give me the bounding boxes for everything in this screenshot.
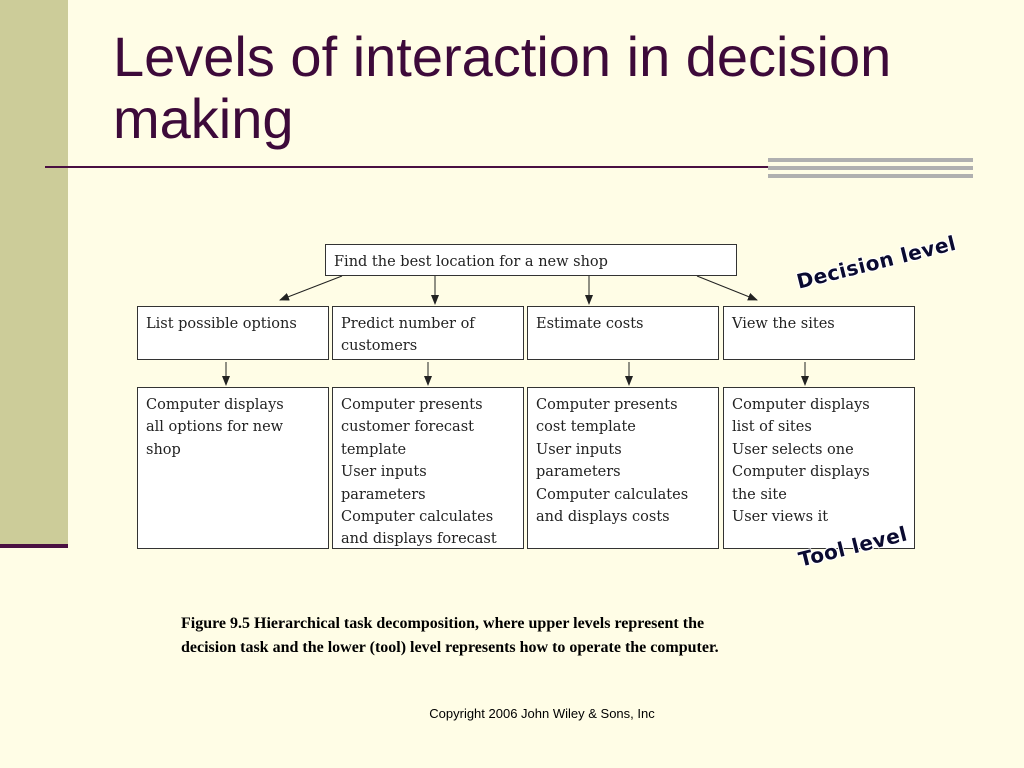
tool-task-line: parameters [536,464,621,481]
root-task-box: Find the best location for a new shop [325,244,737,276]
tool-task-line: the site [732,486,787,503]
tool-task-line: Computer displays [732,464,870,481]
decision-task-line: View the sites [732,316,835,332]
tool-task-line: Computer presents [536,397,678,413]
decision-task-box: Estimate costs [527,306,719,360]
title-rule-decoration [768,158,973,178]
decision-task-line: customers [341,338,418,355]
tool-task-line: User inputs [341,464,427,481]
tool-task-line: Computer displays [146,397,284,413]
tool-task-box: Computer presents cost template User inp… [527,387,719,549]
tool-task-line: parameters [341,486,426,503]
title-underline [45,166,769,168]
tool-task-line: shop [146,441,181,458]
tool-task-line: and displays forecast [341,531,497,548]
slide-title: Levels of interaction in decision making [113,25,892,150]
caption-line: decision task and the lower (tool) level… [181,639,719,656]
tool-task-line: Computer calculates [341,509,494,526]
tool-task-line: Computer presents [341,397,483,413]
tool-task-line: User selects one [732,441,854,458]
connector-root-to-options [279,275,343,301]
tool-task-line: list of sites [732,419,812,436]
decision-task-box: Predict number of customers [332,306,524,360]
decision-task-line: Predict number of [341,316,475,332]
caption-line: Figure 9.5 Hierarchical task decompositi… [181,615,705,632]
figure-caption: Figure 9.5 Hierarchical task decompositi… [181,612,881,660]
decision-task-line: List possible options [146,316,297,332]
tool-task-line: Computer displays [732,397,870,413]
decision-task-line: Estimate costs [536,316,644,332]
tool-task-box: Computer presents customer forecast temp… [332,387,524,549]
connector-root-to-sites [696,275,758,301]
tool-task-line: all options for new [146,419,284,436]
tool-task-line: Computer calculates [536,486,689,503]
tool-task-box: Computer displays list of sites User sel… [723,387,915,549]
tool-task-line: template [341,441,407,458]
decision-task-box: View the sites [723,306,915,360]
tool-task-line: customer forecast [341,419,474,436]
tool-task-box: Computer displays all options for new sh… [137,387,329,549]
tool-task-line: and displays costs [536,509,670,526]
side-bar-accent [0,544,68,548]
decision-task-box: List possible options [137,306,329,360]
tool-task-line: User inputs [536,441,622,458]
side-decoration-bar [0,0,68,548]
copyright-footer: Copyright 2006 John Wiley & Sons, Inc [429,706,655,721]
root-task-text: Find the best location for a new shop [334,254,608,270]
tool-task-line: User views it [732,509,829,526]
tool-task-line: cost template [536,419,636,436]
